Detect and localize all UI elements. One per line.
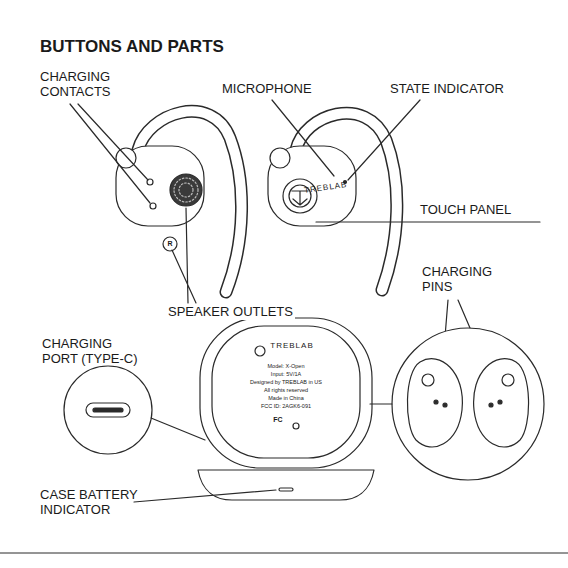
part-label: MICROPHONE	[222, 82, 312, 97]
case-print: All rights reserved	[264, 387, 308, 393]
part-label: SPEAKER OUTLETS	[166, 305, 295, 320]
side-mark: R	[167, 240, 172, 248]
case-print: FCC ID: 2AGK6-091	[261, 403, 311, 409]
case-print: Input: 5V/1A	[271, 371, 301, 377]
part-label: CHARGING CONTACTS	[40, 70, 132, 100]
brand-logo: TREBLAB	[270, 341, 313, 350]
part-label: STATE INDICATOR	[390, 82, 504, 97]
part-label: CASE BATTERY INDICATOR	[40, 488, 150, 518]
case-print: Made in China	[268, 395, 303, 401]
part-label: CHARGING PINS	[422, 265, 514, 295]
case-print: Model: X-Open	[268, 363, 305, 369]
case-print: Designed by TREBLAB in US	[250, 379, 322, 385]
part-label: CHARGING PORT (TYPE-C)	[42, 337, 144, 367]
part-label: TOUCH PANEL	[420, 203, 511, 218]
section-title: BUTTONS AND PARTS	[40, 37, 224, 57]
fcc-mark: FC	[273, 416, 282, 424]
